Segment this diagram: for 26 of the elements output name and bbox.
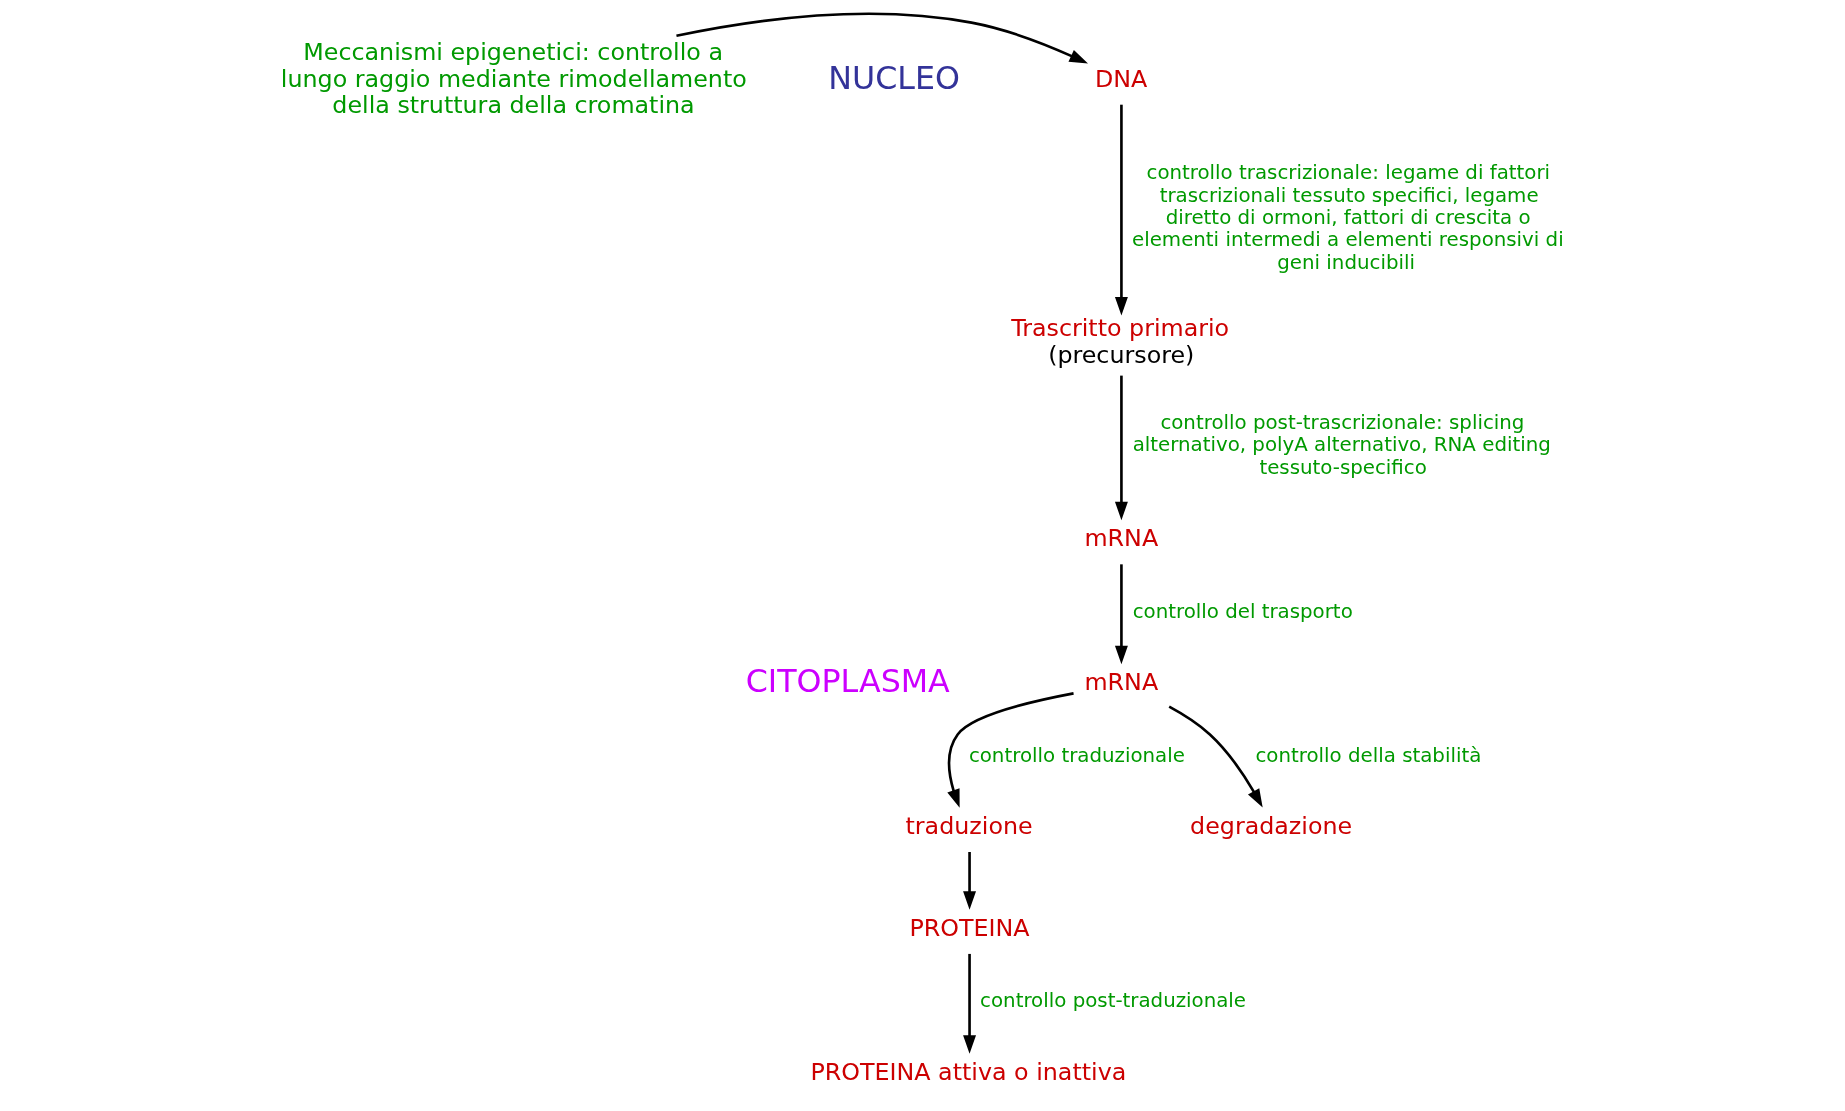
arrow [962,953,976,1054]
node-text: Trascritto primario [1010,314,1229,343]
node-label: (precursore) [1047,340,1194,369]
arrow [1114,375,1128,521]
node-text: mRNA [1083,668,1158,697]
label: NUCLEO [827,59,960,96]
node-text: Meccanismi epigenetici: controllo a lungo raggio mediante rimodellamento della struttura della cromatina [280,38,747,119]
arrow [1168,705,1263,808]
edge-label: controllo della stabilità [1254,743,1481,767]
edge-label: controllo traduzionale [968,743,1185,767]
node-text: mRNA [1083,524,1158,553]
node-text: traduzione [905,812,1033,841]
edge-label: controllo del trasporto [1132,599,1353,623]
node-text: DNA [1094,64,1147,93]
node-text: PROTEINA attiva o inattiva [809,1057,1126,1086]
edge-label: controllo post-trascrizionale: splicing alternativo, polyA alternativo, RNA editing tessuto-specifico [1132,410,1551,479]
edge-label: controllo trascrizionale: legame di fattori trascrizionali tessuto specifici, legame diretto di ormoni, fattori di crescita o elementi intermedi a elementi responsivi di geni inducibili [1131,161,1564,274]
label: CITOPLASMA [745,663,950,700]
node-text: degradazione [1189,812,1352,841]
node-text: PROTEINA [908,913,1030,942]
arrow [675,12,1088,64]
edge-label: controllo post-traduzionale [979,989,1246,1013]
arrow [962,852,976,910]
arrow [1114,104,1128,316]
arrow [1114,564,1128,665]
arrow [946,692,1074,808]
